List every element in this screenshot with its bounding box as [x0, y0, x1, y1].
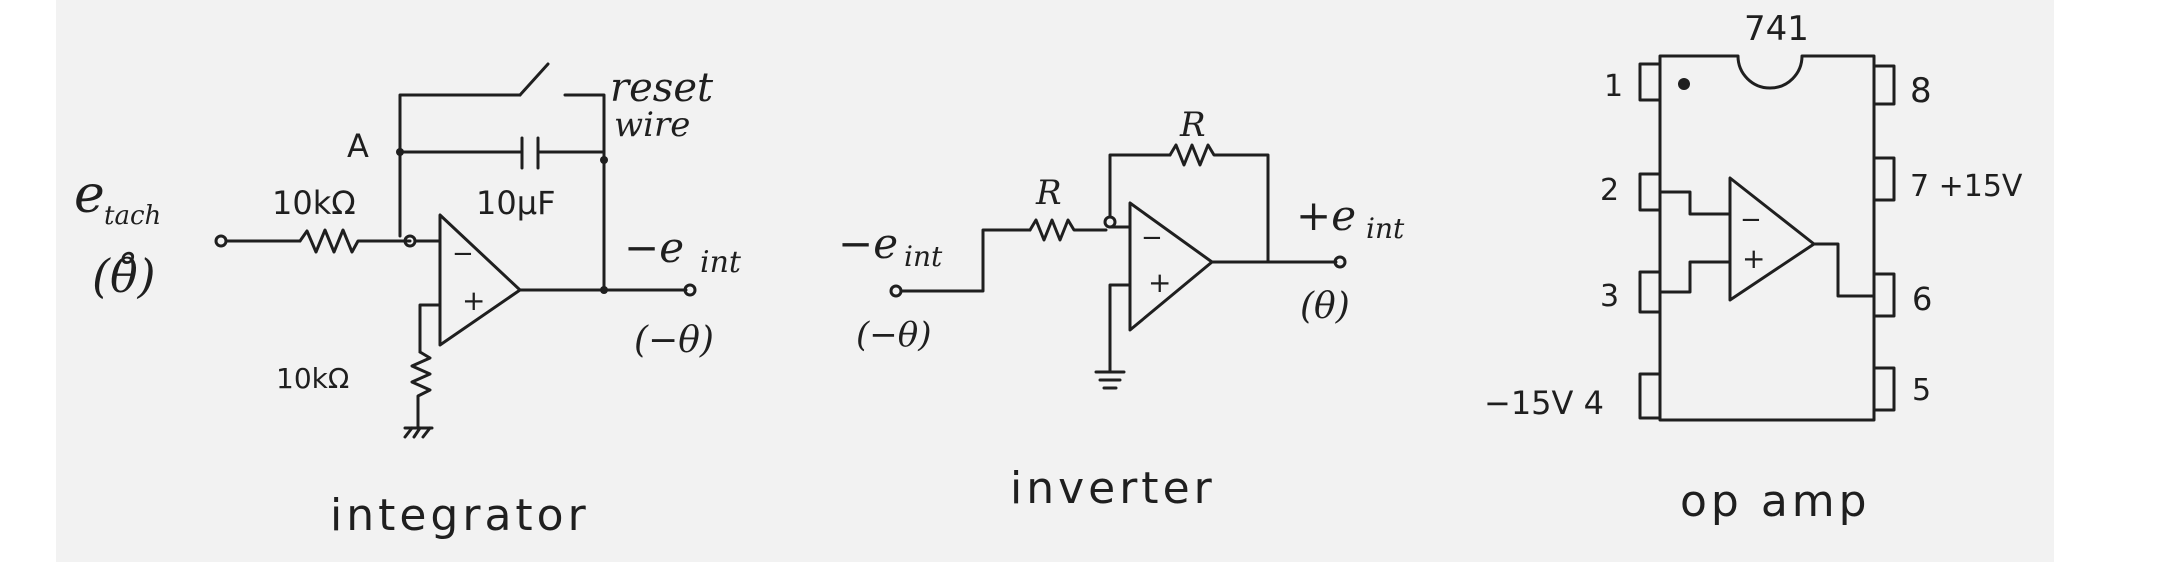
integrator-input-alt-label: (θ̊): [92, 249, 156, 303]
integrator-switch-right-wire: [563, 93, 606, 292]
pin-1-marker-dot: [1678, 78, 1690, 90]
inverter-feedback-resistor-label: R: [1179, 105, 1206, 145]
pin-6-label: 6: [1912, 280, 1932, 318]
integrator-input-resistor-label: 10kΩ: [272, 184, 356, 222]
integrator-input-signal-label: e: [74, 165, 105, 225]
inverter-input-resistor: [1028, 218, 1108, 242]
integrator-switch-left-wire: [398, 93, 522, 238]
integrator-circuit: − + e tach (θ̊) 10kΩ A reset wire 10μF 1…: [74, 62, 742, 541]
inverter-plus-lead: [1108, 283, 1132, 374]
integrator-wire-label: wire: [614, 105, 690, 145]
inverter-circuit: − + R R −e int (−θ) +e int (θ) inverter: [838, 105, 1405, 514]
pin-3-label: 3: [1600, 279, 1619, 314]
pin-7-pad: [1872, 156, 1896, 202]
pin-4-label: −15V 4: [1484, 384, 1604, 422]
pin-6-pad: [1872, 272, 1896, 318]
pin-5-label: 5: [1912, 373, 1931, 408]
pin-5-pad: [1872, 366, 1896, 412]
pin-8-pad: [1872, 64, 1896, 106]
inverter-output-signal-label: +e: [1296, 191, 1356, 240]
chip-plus-sign: +: [1742, 242, 1765, 275]
pin-4-pad: [1638, 372, 1662, 420]
pin-2-label: 2: [1600, 173, 1619, 208]
pin-3-pad: [1638, 270, 1662, 314]
inverter-input-signal-label: −e: [838, 219, 898, 268]
inverter-feedback-resistor: [1168, 143, 1270, 264]
integrator-ground-resistor-label: 10kΩ: [276, 362, 349, 395]
inverter-feedback-left-wire: [1108, 153, 1172, 219]
integrator-plus-sign: +: [462, 284, 485, 317]
integrator-capacitor-plates: [520, 136, 540, 170]
inverter-output-signal-subscript: int: [1366, 212, 1405, 245]
integrator-output-signal-subscript: int: [700, 245, 742, 280]
inverter-plus-sign: +: [1148, 266, 1171, 299]
pin-7-label: 7 +15V: [1910, 169, 2023, 204]
integrator-node-label: A: [347, 127, 369, 165]
opamp-pinout: − + 741 1 2 3 −15V 4 8 7 +15V 6 5 op amp: [1484, 9, 2023, 527]
integrator-opamp-triangle: [438, 213, 522, 347]
inverter-input-resistor-label: R: [1035, 173, 1062, 213]
integrator-ground-icon: [403, 426, 434, 439]
chip-pin3-wire: [1658, 260, 1732, 294]
integrator-capacitor-label: 10μF: [476, 184, 555, 222]
chip-label: 741: [1744, 9, 1809, 49]
integrator-caption: integrator: [330, 490, 590, 541]
chip-pin2-wire: [1658, 190, 1732, 216]
inverter-opamp-triangle: [1128, 201, 1214, 332]
integrator-output-alt-label: (−θ): [634, 320, 714, 361]
integrator-plus-lead: [418, 303, 442, 354]
pin-8-label: 8: [1910, 71, 1932, 111]
inverter-output-terminal: [1333, 255, 1347, 269]
chip-minus-sign: −: [1740, 205, 1762, 235]
pin-2-pad: [1638, 172, 1662, 212]
pin-1-pad: [1638, 62, 1662, 102]
chip-opamp-triangle: [1728, 176, 1816, 302]
integrator-minus-sign: −: [452, 239, 474, 269]
integrator-output-terminal: [683, 283, 697, 297]
integrator-input-signal-subscript: tach: [104, 201, 161, 231]
inverter-ground-icon: [1094, 370, 1126, 390]
pin-1-label: 1: [1604, 69, 1623, 104]
inverter-input-signal-subscript: int: [904, 240, 943, 273]
integrator-cap-right-dot: [600, 156, 608, 164]
inverter-output-alt-label: (θ): [1300, 286, 1350, 327]
chip-pin6-wire: [1812, 242, 1876, 298]
integrator-reset-switch-blade: [518, 62, 550, 97]
paper-sheet: [56, 0, 2054, 562]
integrator-reset-label: reset: [610, 65, 714, 111]
inverter-caption: inverter: [1010, 463, 1216, 514]
integrator-input-resistor: [298, 228, 412, 254]
inverter-minus-sign: −: [1141, 223, 1163, 253]
opamp-caption: op amp: [1680, 476, 1871, 527]
inverter-input-alt-label: (−θ): [856, 315, 932, 355]
chip-body: [1658, 54, 1876, 422]
inverter-input-wire: [899, 228, 1032, 293]
integrator-ground-resistor: [410, 350, 432, 430]
integrator-output-signal-label: −e: [624, 223, 684, 272]
